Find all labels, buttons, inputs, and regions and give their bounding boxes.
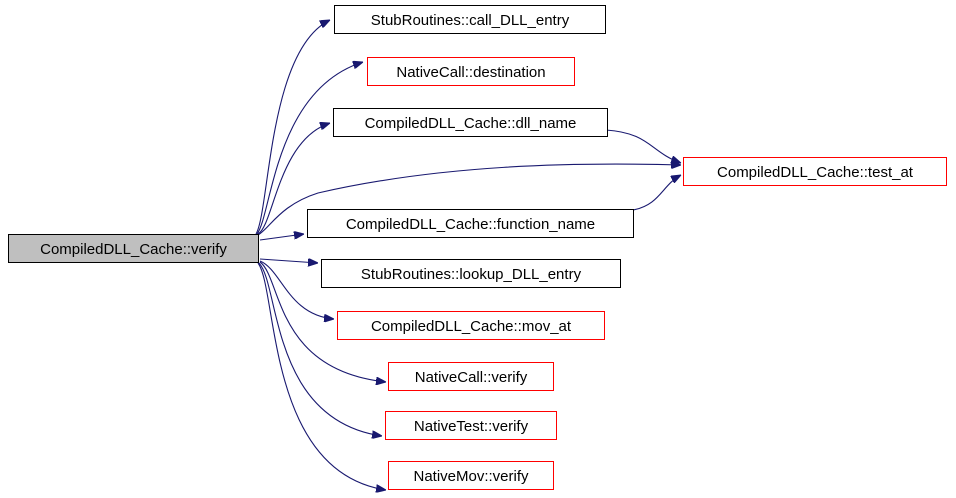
node-label: CompiledDLL_Cache::test_at	[717, 164, 914, 181]
node-box	[683, 157, 947, 186]
node-nativemov-verify[interactable]: NativeMov::verify	[388, 461, 554, 490]
edge-verify-to-lookup-dll-entry	[259, 259, 318, 263]
node-box	[337, 311, 605, 340]
node-label: CompiledDLL_Cache::dll_name	[365, 115, 577, 132]
node-compileddll-cache-function-name[interactable]: CompiledDLL_Cache::function_name	[307, 209, 634, 238]
node-compileddll-cache-mov-at[interactable]: CompiledDLL_Cache::mov_at	[337, 311, 605, 340]
node-compileddll-cache-test-at[interactable]: CompiledDLL_Cache::test_at	[683, 157, 947, 186]
node-box	[388, 461, 554, 490]
node-label: CompiledDLL_Cache::mov_at	[371, 318, 572, 335]
edge-verify-to-test-at	[257, 164, 681, 236]
edge-verify-to-dll-name	[257, 123, 330, 235]
edge-function-name-to-test-at	[632, 175, 681, 211]
edge-verify-to-nativemov-verify	[257, 262, 386, 490]
edge-verify-to-nativetest-verify	[258, 262, 382, 436]
node-box	[367, 57, 575, 86]
node-box	[307, 209, 634, 238]
node-nativecall-destination[interactable]: NativeCall::destination	[367, 57, 575, 86]
node-stubroutines-call-dll-entry[interactable]: StubRoutines::call_DLL_entry	[334, 5, 606, 34]
node-nativecall-verify[interactable]: NativeCall::verify	[388, 362, 554, 391]
node-label: CompiledDLL_Cache::function_name	[346, 216, 595, 233]
node-label: NativeMov::verify	[413, 468, 529, 485]
edge-verify-to-destination	[256, 62, 363, 235]
node-label: CompiledDLL_Cache::verify	[40, 241, 227, 258]
node-box	[334, 5, 606, 34]
node-label: NativeCall::verify	[415, 369, 528, 386]
edge-verify-to-function-name	[259, 234, 304, 241]
node-label: StubRoutines::lookup_DLL_entry	[361, 266, 582, 283]
node-box	[385, 411, 557, 440]
edge-verify-to-nativecall-verify	[259, 261, 386, 382]
edge-verify-to-mov-at	[259, 260, 334, 319]
node-box	[8, 234, 259, 263]
node-compileddll-cache-dll-name[interactable]: CompiledDLL_Cache::dll_name	[333, 108, 608, 137]
node-label: StubRoutines::call_DLL_entry	[371, 12, 570, 29]
node-label: NativeCall::destination	[396, 64, 545, 81]
node-root-compileddll-cache-verify[interactable]: CompiledDLL_Cache::verify	[8, 234, 259, 263]
node-box	[321, 259, 621, 288]
node-nativetest-verify[interactable]: NativeTest::verify	[385, 411, 557, 440]
node-label: NativeTest::verify	[414, 418, 529, 435]
node-box	[333, 108, 608, 137]
edge-dll-name-to-test-at	[605, 129, 681, 163]
edge-verify-to-call-dll-entry	[255, 20, 330, 235]
node-box	[388, 362, 554, 391]
node-stubroutines-lookup-dll-entry[interactable]: StubRoutines::lookup_DLL_entry	[321, 259, 621, 288]
